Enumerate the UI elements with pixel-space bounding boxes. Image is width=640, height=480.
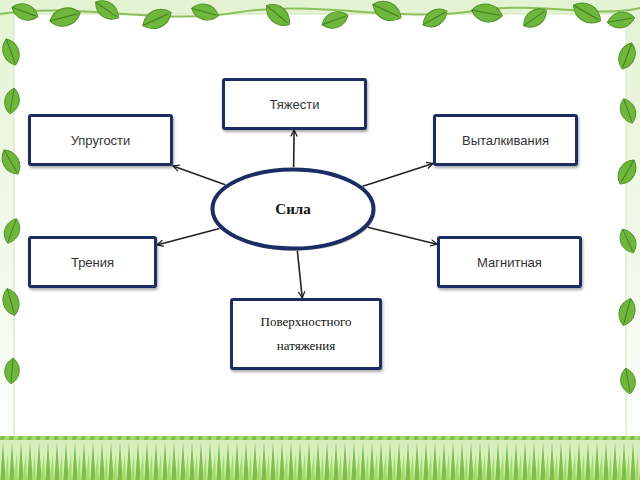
- arrow-connector: [293, 130, 295, 167]
- force-box: Магнитная: [437, 236, 582, 288]
- force-box: Поверхностного натяжения: [230, 298, 382, 370]
- force-box: Тяжести: [222, 78, 367, 130]
- node-label: Поверхностного натяжения: [233, 310, 379, 358]
- force-box: Упругости: [28, 114, 173, 166]
- force-box: Выталкивания: [433, 114, 578, 166]
- panel: [14, 14, 626, 466]
- force-box: Трения: [28, 236, 157, 288]
- node-label: Тяжести: [266, 96, 324, 113]
- leaves: [0, 0, 640, 395]
- arrow-connector: [363, 164, 433, 187]
- arrow-connector: [173, 166, 225, 185]
- grass-ground: [0, 436, 640, 480]
- node-label: Трения: [67, 254, 118, 271]
- node-label: Выталкивания: [458, 132, 553, 149]
- arrow-connector: [297, 251, 302, 298]
- central-ellipse: Сила: [210, 167, 376, 251]
- node-label: Упругости: [67, 132, 135, 149]
- node-label: Магнитная: [473, 254, 546, 271]
- ellipse-border: [213, 170, 374, 249]
- grass: [0, 436, 640, 480]
- node-label: Сила: [271, 197, 314, 221]
- arrow-connector: [157, 228, 219, 245]
- arrow-connector: [368, 227, 437, 244]
